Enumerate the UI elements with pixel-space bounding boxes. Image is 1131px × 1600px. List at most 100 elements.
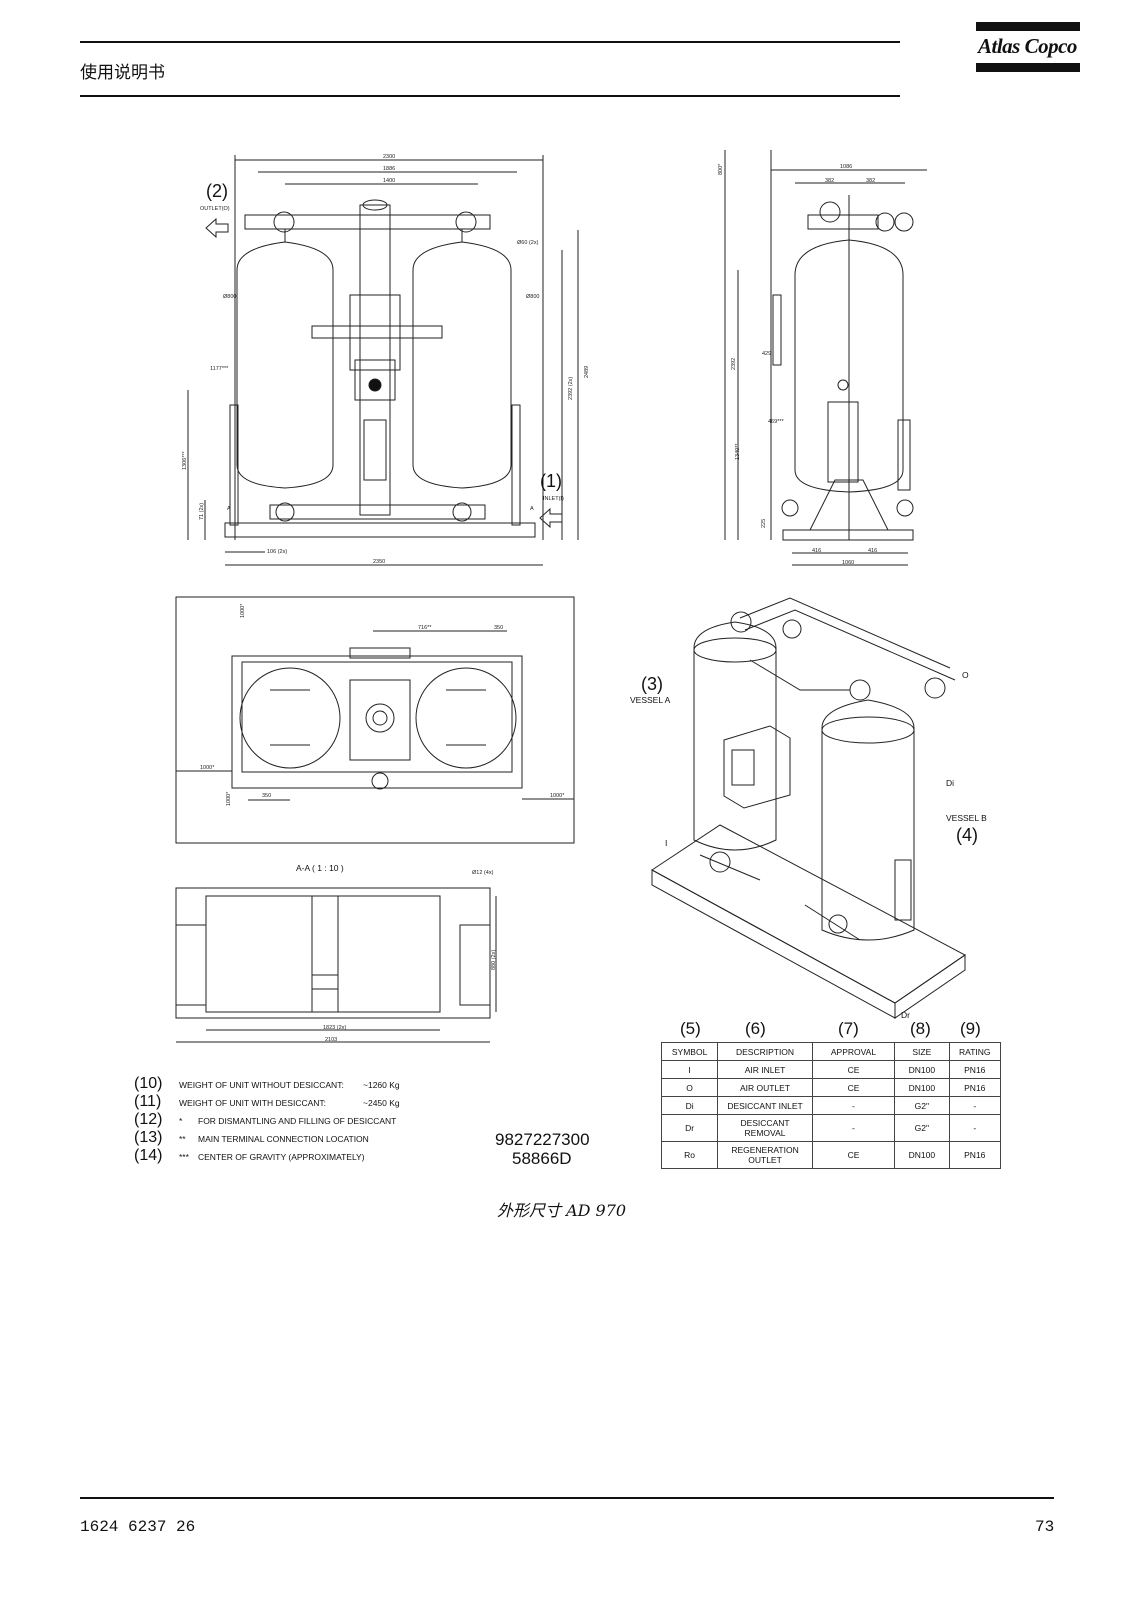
dim-side-800: 800* <box>718 163 724 175</box>
top-view: 716** 350 350 1000* 1000* 1000* 1000* <box>175 596 575 844</box>
dim-sec-2103: 2103 <box>325 1037 337 1043</box>
notes-block: (10) (11) (12) (13) (14) WEIGHT OF UNIT … <box>134 1075 590 1168</box>
note-4-mark: *** <box>179 1152 190 1162</box>
table-cell: AIR OUTLET <box>717 1078 813 1097</box>
dim-top-1000b: 1000* <box>550 793 565 799</box>
table-cell: O <box>660 1078 719 1097</box>
table-row: Di DESICCANT INLET - G2" - <box>660 1096 1002 1115</box>
vessel-a-label: VESSEL A <box>630 695 671 705</box>
callout-7: (7) <box>838 1019 859 1038</box>
isometric-view: (3) VESSEL A VESSEL B (4) O Di I Dr <box>630 597 987 1020</box>
connection-table: SYMBOL DESCRIPTION APPROVAL SIZE RATING … <box>660 1042 1002 1169</box>
note-4-label: CENTER OF GRAVITY (APPROXIMATELY) <box>198 1152 365 1162</box>
dim-side-416a: 416 <box>812 548 821 554</box>
table-cell: PN16 <box>948 1141 1002 1169</box>
table-header-cell: APPROVAL <box>811 1042 896 1061</box>
table-header-cell: DESCRIPTION <box>717 1042 813 1061</box>
table-cell: PN16 <box>948 1078 1002 1097</box>
table-row: Ro REGENERATION OUTLET CE DN100 PN16 <box>660 1141 1002 1169</box>
iso-label-dr: Dr <box>901 1010 910 1020</box>
vessel-b-label: VESSEL B <box>946 813 987 823</box>
dim-front-top3: 1400 <box>383 178 395 184</box>
revision: 58866D <box>512 1149 572 1168</box>
dim-top-716: 716** <box>418 625 432 631</box>
note-3-label: MAIN TERMINAL CONNECTION LOCATION <box>198 1134 369 1144</box>
callout-2: (2) <box>206 181 228 201</box>
note-1-label: WEIGHT OF UNIT WITH DESICCANT: <box>179 1098 326 1108</box>
section-mark-a-left: A <box>227 506 231 512</box>
table-cell: DN100 <box>894 1060 950 1079</box>
note-0-label: WEIGHT OF UNIT WITHOUT DESICCANT: <box>179 1080 344 1090</box>
table-cell: - <box>811 1114 896 1142</box>
dim-front-106: 106 (2x) <box>267 549 287 555</box>
section-mark-a-right: A <box>530 506 534 512</box>
note-0-value: ~1260 Kg <box>363 1080 400 1090</box>
dim-sec-880: 880 (2x) <box>491 950 497 970</box>
dim-front-top2: 1886 <box>383 166 395 172</box>
header-title: 使用说明书 <box>80 63 165 83</box>
iso-label-i: I <box>665 838 667 848</box>
doc-number: 1624 6237 26 <box>80 1518 196 1536</box>
dim-top-1000a: 1000* <box>200 765 215 771</box>
table-cell: CE <box>811 1078 896 1097</box>
note-1-value: ~2450 Kg <box>363 1098 400 1108</box>
callout-1: (1) <box>540 471 562 491</box>
table-cell: - <box>948 1114 1002 1142</box>
outlet-label: OUTLET(O) <box>200 206 230 212</box>
dim-side-382a: 382 <box>825 178 834 184</box>
callout-3: (3) <box>641 674 663 694</box>
table-cell: DN100 <box>894 1078 950 1097</box>
table-cell: CE <box>811 1060 896 1079</box>
dim-front-top1: 2300 <box>383 154 395 160</box>
side-view: 1086 382 382 800* 2392 1340** 225 429 46… <box>718 150 927 566</box>
dim-front-71: 71 (2x) <box>199 503 205 520</box>
dim-front-h2489: 2489 <box>584 366 590 378</box>
dim-front-h2392: 2392 (2x) <box>568 377 574 400</box>
callout-13: (13) <box>134 1129 162 1146</box>
page-number: 73 <box>1035 1518 1055 1536</box>
table-cell: - <box>811 1096 896 1115</box>
dim-front-1177: 1177*** <box>210 366 229 372</box>
figure-caption: 外形尺寸 AD 970 <box>497 1201 627 1220</box>
dim-top-350b: 350 <box>262 793 271 799</box>
note-2-mark: * <box>179 1116 183 1126</box>
iso-label-di: Di <box>946 778 954 788</box>
dim-top-350a: 350 <box>494 625 503 631</box>
dim-side-429: 429 <box>762 351 771 357</box>
table-cell: PN16 <box>948 1060 1002 1079</box>
table-cell: - <box>948 1096 1002 1115</box>
part-number: 9827227300 <box>495 1130 590 1149</box>
callout-10: (10) <box>134 1075 162 1092</box>
table-row: O AIR OUTLET CE DN100 PN16 <box>660 1078 1002 1097</box>
dim-top-1000c: 1000* <box>240 603 246 618</box>
callout-11: (11) <box>134 1093 161 1110</box>
table-row: Dr DESICCANT REMOVAL - G2" - <box>660 1114 1002 1142</box>
callout-6: (6) <box>745 1019 766 1038</box>
table-cell: Di <box>660 1096 719 1115</box>
table-cell: AIR INLET <box>717 1060 813 1079</box>
dim-side-225: 225 <box>761 519 767 528</box>
dim-front-1306: 1306*** <box>182 450 188 470</box>
logo-text: Atlas Copco <box>978 34 1077 58</box>
dim-side-1060: 1060 <box>842 560 854 566</box>
table-header-cell: RATING <box>948 1042 1002 1061</box>
note-2-label: FOR DISMANTLING AND FILLING OF DESICCANT <box>198 1116 396 1126</box>
table-header-cell: SYMBOL <box>660 1042 719 1061</box>
dim-top-1000d: 1000* <box>226 791 232 806</box>
dim-front-d60: Ø60 (2x) <box>517 240 539 246</box>
dim-side-1340: 1340** <box>735 443 741 460</box>
dim-side-416b: 416 <box>868 548 877 554</box>
front-view: 2300 1886 1400 <box>182 154 590 566</box>
table-cell: I <box>660 1060 719 1079</box>
table-cell: CE <box>811 1141 896 1169</box>
dim-front-d800a: Ø800 <box>223 294 236 300</box>
section-view: A-A ( 1 : 10 ) Ø12 (4x) 1823 (2x) 2103 8… <box>175 863 497 1043</box>
table-cell: Ro <box>660 1141 719 1169</box>
callout-8: (8) <box>910 1019 931 1038</box>
dim-side-382b: 382 <box>866 178 875 184</box>
callout-9: (9) <box>960 1019 981 1038</box>
dim-side-469: 469*** <box>768 419 784 425</box>
dim-sec-1823: 1823 (2x) <box>323 1025 346 1031</box>
callout-12: (12) <box>134 1111 162 1128</box>
